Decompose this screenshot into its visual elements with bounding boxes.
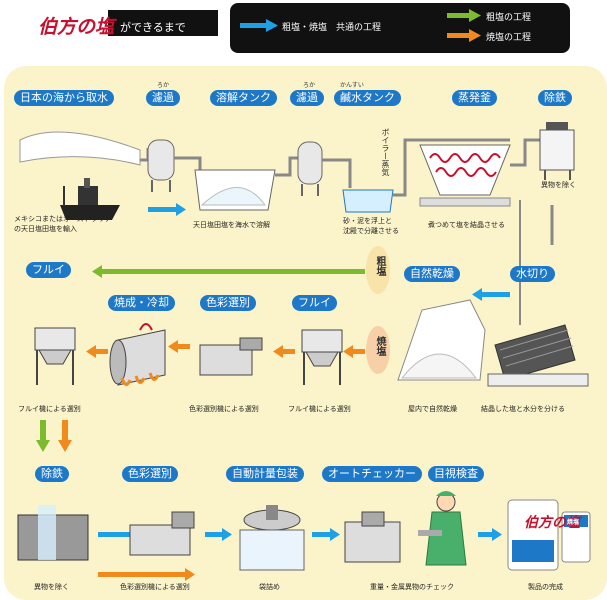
flow-arrow-blue-6 <box>478 528 502 541</box>
flow-arrow-orange-down <box>58 420 72 452</box>
step-iron-removal-2: 除鉄 <box>35 466 69 482</box>
flow-arrow-green <box>92 265 365 278</box>
ruby-filter2: ろか <box>303 82 316 89</box>
flow-arrow-blue-2 <box>472 288 510 301</box>
roasted-salt-badge <box>366 326 390 374</box>
checker-icon <box>344 511 401 563</box>
boiler-steam-label: ボイラー蒸気 <box>381 128 390 176</box>
step-intake: 日本の海から取水 <box>14 90 114 106</box>
caption-sieve-roast: フルイ機による選別 <box>288 405 351 413</box>
flow-arrow-orange <box>343 345 365 358</box>
step-roast-cool: 焼成・冷却 <box>108 295 175 311</box>
iron-remover-icon-2 <box>17 505 89 561</box>
salt-bag-icon <box>507 499 591 571</box>
brine-tank-icon <box>297 141 323 196</box>
legend-box <box>230 3 570 53</box>
legend-orange-label: 焼塩の工程 <box>486 33 532 43</box>
caption-separate: 結晶した塩と水分を分ける <box>481 405 565 413</box>
step-dewater: 水切り <box>510 266 555 282</box>
flow-arrow-green-down <box>36 420 50 452</box>
caption-dissolve: 天日塩田塩を海水で溶解 <box>193 221 270 229</box>
caption-boil: 煮つめて塩を結晶させる <box>428 221 505 229</box>
evaporator-icon <box>419 144 511 207</box>
flow-arrow-blue-3 <box>98 528 160 541</box>
color-sorter-icon <box>199 337 263 376</box>
step-color-sort-2: 色彩選別 <box>122 466 178 482</box>
roaster-icon <box>109 323 166 386</box>
legend-green-arrow <box>447 9 481 22</box>
step-brine: 鹹水タンク <box>334 90 401 106</box>
step-iron-removal: 除鉄 <box>538 90 572 106</box>
caption-remove-foreign-2: 異物を除く <box>34 583 69 591</box>
step-natural-dry: 自然乾燥 <box>404 266 460 282</box>
flow-arrow-blue <box>148 203 186 216</box>
roasted-salt-label: 焼塩 <box>374 336 385 356</box>
step-filter2: 濾過 <box>290 90 324 106</box>
caption-import-1: メキシコまたはオーストラリア <box>14 215 112 223</box>
sieve-machine-icon-2 <box>34 327 76 385</box>
step-auto-pack: 自動計量包装 <box>226 466 304 482</box>
sieve-machine-icon <box>301 329 343 385</box>
product-name: 伯方の塩 <box>524 515 580 531</box>
settling-tank-icon <box>342 189 394 213</box>
step-color-sort: 色彩選別 <box>200 295 256 311</box>
flow-arrow-orange-3 <box>168 340 190 353</box>
flow-arrow-orange-5 <box>98 568 195 581</box>
caption-bagging: 袋詰め <box>259 583 280 591</box>
caption-color-sort: 色彩選別機による選別 <box>189 405 259 413</box>
flow-arrow-blue-5 <box>312 528 340 541</box>
caption-indoor-dry: 屋内で自然乾燥 <box>408 405 457 413</box>
dissolve-tank-icon <box>194 169 276 211</box>
bagging-machine-icon <box>239 505 305 571</box>
flow-arrow-blue-4 <box>205 528 232 541</box>
step-auto-check: オートチェッカー <box>322 466 422 482</box>
step-sieve-rough: フルイ <box>26 262 71 278</box>
step-filter1: 濾過 <box>146 90 180 106</box>
caption-sieve-rough: フルイ機による選別 <box>18 405 81 413</box>
dewater-tray-icon <box>487 324 589 387</box>
step-dissolve: 溶解タンク <box>210 90 277 106</box>
step-sieve-roast: フルイ <box>292 295 337 311</box>
step-evaporator: 蒸発釜 <box>452 90 497 106</box>
caption-settle-1: 砂・泥を浮上と <box>343 217 392 225</box>
filter-tank-icon <box>147 139 175 192</box>
flow-arrow-orange-4 <box>86 345 108 358</box>
legend-blue-arrow <box>240 19 278 32</box>
legend-orange-arrow <box>447 29 481 42</box>
brand-title: 伯方の塩 <box>38 16 115 38</box>
ruby-filter1: ろか <box>157 82 170 89</box>
product-small-name: 焼塩 <box>567 519 580 526</box>
title-bar <box>108 10 218 36</box>
ship-icon <box>19 131 141 220</box>
flow-arrow-orange-2 <box>273 345 295 358</box>
legend-green-label: 粗塩の工程 <box>486 13 532 23</box>
iron-remover-icon <box>539 122 575 180</box>
rough-salt-label: 粗塩 <box>374 256 385 276</box>
salt-pile-icon <box>397 299 486 381</box>
caption-remove-foreign: 異物を除く <box>541 181 576 189</box>
color-sorter-icon-2 <box>129 511 195 556</box>
legend-blue-label: 粗塩・焼塩 共通の工程 <box>282 23 382 33</box>
ruby-brine: かんすい <box>340 82 364 89</box>
caption-complete: 製品の完成 <box>528 583 563 591</box>
caption-color-sort-2: 色彩選別機による選別 <box>120 583 190 591</box>
caption-settle-2: 沈殿で分離させる <box>343 227 399 235</box>
caption-weight-check: 重量・金属異物のチェック <box>370 583 454 591</box>
step-visual-check: 目視検査 <box>428 466 484 482</box>
rough-salt-badge <box>366 246 390 294</box>
worker-icon <box>418 491 467 566</box>
caption-import-2: の天日塩田塩を輸入 <box>14 225 77 233</box>
page-title: ができるまで <box>120 21 186 34</box>
